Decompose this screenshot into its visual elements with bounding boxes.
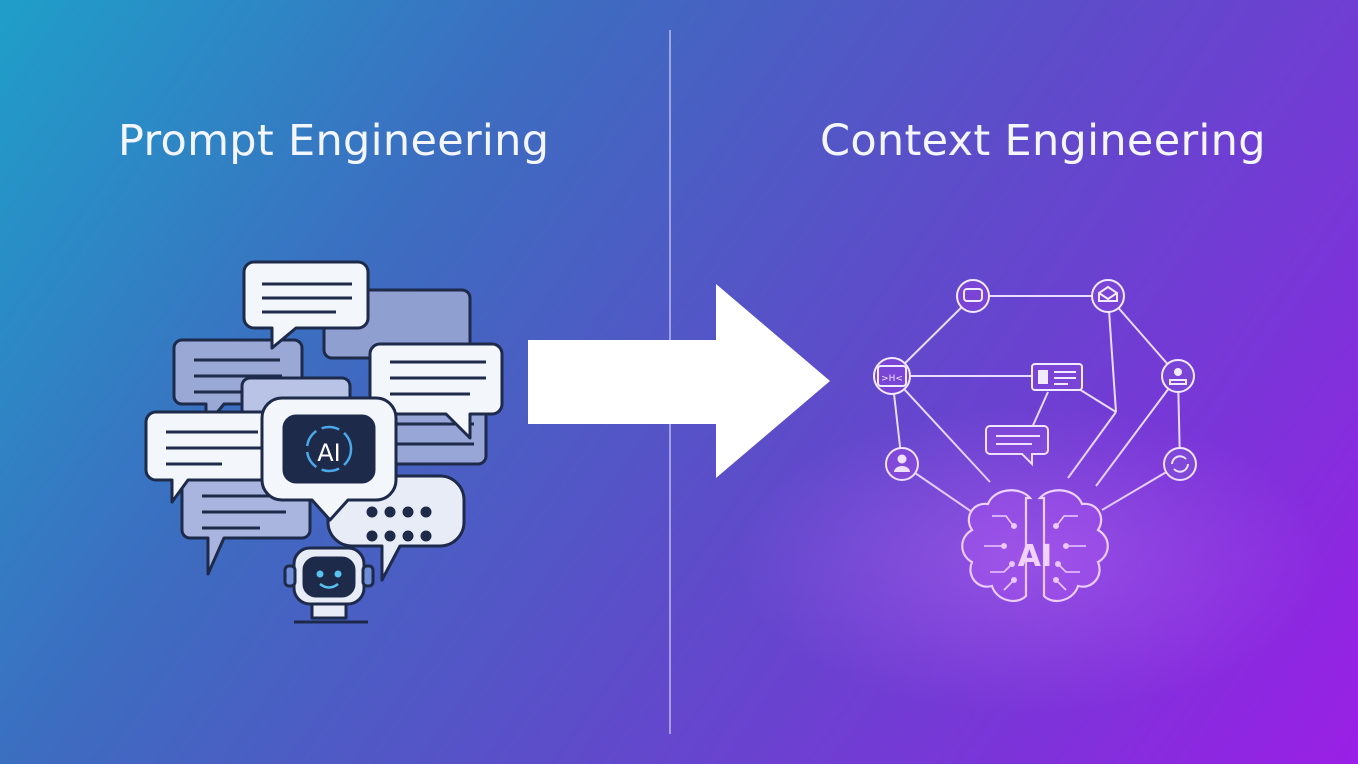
svg-text:>H<: >H< <box>881 374 903 384</box>
context-network <box>891 295 1181 513</box>
refresh-icon <box>1163 447 1197 481</box>
chat-bubble-cluster <box>144 260 504 624</box>
brain-icon <box>961 489 1109 603</box>
user-icon <box>885 447 919 481</box>
speech-bubble-icon <box>368 342 504 440</box>
speech-bubble-icon <box>172 338 304 428</box>
speech-bubble-icon <box>242 260 370 350</box>
transition-arrow <box>528 284 830 478</box>
context-engineering-title: Context Engineering <box>820 116 1266 166</box>
ai-badge-label: AI <box>317 439 341 467</box>
prompt-engineering-title: Prompt Engineering <box>118 116 550 166</box>
ai-chip-icon <box>260 396 398 522</box>
message-icon <box>985 425 1049 467</box>
code-icon: >H< <box>873 357 911 395</box>
chat-icon <box>956 279 990 313</box>
id-card-icon <box>1031 363 1083 391</box>
brain-ai-label: AI <box>1018 539 1052 574</box>
mail-icon <box>1091 279 1125 313</box>
robot-icon <box>283 546 375 624</box>
mail-icon <box>1161 359 1195 393</box>
